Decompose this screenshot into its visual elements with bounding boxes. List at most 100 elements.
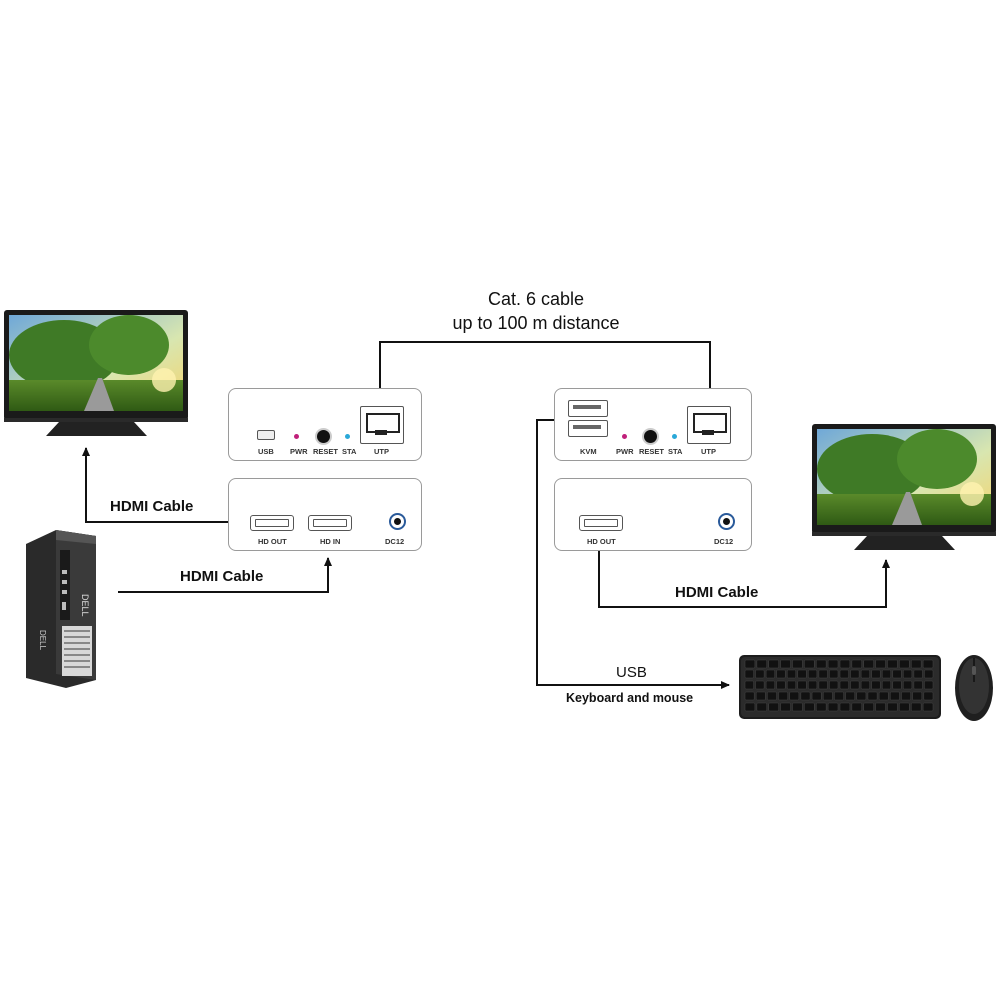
keyboard-key (786, 680, 797, 690)
keyboard-key (780, 702, 791, 712)
transmitter-usb-port (257, 430, 275, 440)
keyboard-key (867, 691, 878, 701)
transmitter-utp-port (360, 406, 404, 444)
keyboard-key (903, 680, 913, 690)
keyboard-key (755, 680, 765, 690)
keyboard-key (863, 702, 874, 712)
keyboard-key (778, 691, 788, 701)
keyboard-key (912, 691, 923, 701)
transmitter-label-hd-out: HD OUT (258, 537, 287, 546)
keyboard-key (924, 669, 934, 679)
keyboard-key (887, 659, 898, 669)
keyboard-key (816, 659, 827, 669)
transmitter-hdmi-out-port (250, 515, 294, 531)
mouse (955, 655, 993, 721)
keyboard-key (829, 680, 839, 690)
transmitter-label-hd-in: HD IN (320, 537, 341, 546)
keyboard-key (881, 669, 892, 679)
receiver-label-kvm: KVM (580, 447, 597, 456)
keyboard-key (827, 702, 839, 712)
transmitter-reset-button (315, 428, 332, 445)
keyboard-key (924, 680, 934, 690)
keyboard-key (899, 702, 910, 712)
keyboard-key (816, 702, 827, 712)
cat6-cable-line (379, 341, 714, 408)
keyboard-key (851, 702, 862, 712)
hdmi-line-pc-to-transmitter (118, 557, 332, 593)
keyboard-key (776, 680, 786, 690)
keyboard-key (767, 691, 777, 701)
keyboard-key (892, 669, 902, 679)
pc-tower: DELL DELL (26, 530, 96, 688)
keyboard-key (744, 702, 756, 712)
keyboard-key (808, 680, 818, 690)
keyboard-key (765, 669, 775, 679)
receiver-dc12-jack (718, 513, 735, 530)
keyboard-key (797, 669, 807, 679)
keyboard-key (776, 669, 786, 679)
receiver-utp-port (687, 406, 731, 444)
receiver-kvm-usb-port-2 (568, 420, 608, 437)
keyboard-key (829, 669, 839, 679)
receiver-label-utp: UTP (701, 447, 716, 456)
keyboard-key (834, 691, 844, 701)
keyboard-key (850, 669, 860, 679)
transmitter-label-dc12: DC12 (385, 537, 405, 546)
keyboard-key (768, 659, 779, 669)
transmitter-dc12-jack (389, 513, 406, 530)
keyboard-key (881, 680, 892, 690)
receiver-bottom-panel (554, 478, 752, 551)
keyboard-key (800, 691, 811, 701)
keyboard-key (744, 659, 756, 669)
transmitter-label-reset: RESET (313, 447, 339, 456)
keyboard-key (768, 702, 779, 712)
keyboard-key (792, 702, 803, 712)
keyboard-key (822, 691, 833, 701)
receiver-label-pwr: PWR (616, 447, 634, 456)
keyboard-key (903, 669, 913, 679)
keyboard-key (911, 702, 922, 712)
transmitter-label-pwr: PWR (290, 447, 308, 456)
receiver-sta-led (672, 434, 677, 439)
hdmi-cable-label-pc: HDMI Cable (180, 568, 264, 585)
title-line-1: Cat. 6 cable (487, 289, 585, 309)
keyboard-key (818, 669, 828, 679)
keyboard-key (811, 691, 822, 701)
keyboard-key (789, 691, 800, 701)
transmitter-pwr-led (294, 434, 299, 439)
keyboard-key (875, 659, 886, 669)
keyboard-key (899, 659, 910, 669)
keyboard-key (744, 680, 754, 690)
title-line-2: up to 100 m distance (452, 313, 620, 333)
left-monitor (4, 310, 188, 436)
keyboard-key (804, 702, 815, 712)
keyboard (739, 655, 941, 719)
keyboard-key (756, 659, 767, 669)
keyboard-key (856, 691, 867, 701)
receiver-label-reset: RESET (639, 447, 665, 456)
keyboard-key (756, 702, 767, 712)
keyboard-key (911, 659, 922, 669)
keyboard-key (786, 669, 797, 679)
receiver-kvm-usb-port-1 (568, 400, 608, 417)
keyboard-key (871, 669, 881, 679)
keyboard-key (850, 680, 860, 690)
receiver-label-sta: STA (668, 447, 683, 456)
keyboard-key (797, 680, 807, 690)
dell-side-logo: DELL (38, 630, 47, 651)
keyboard-key (860, 680, 870, 690)
keyboard-key (755, 691, 766, 701)
keyboard-key (923, 691, 934, 701)
keyboard-key (755, 669, 765, 679)
keyboard-key (887, 702, 898, 712)
receiver-label-dc12: DC12 (714, 537, 734, 546)
keyboard-key (851, 659, 862, 669)
keyboard-mouse-label: Keyboard and mouse (566, 691, 694, 705)
usb-line-to-keyboard (536, 419, 730, 689)
hdmi-cable-label-left-monitor: HDMI Cable (110, 498, 194, 515)
keyboard-key (804, 659, 815, 669)
keyboard-key (839, 680, 849, 690)
keyboard-key (839, 702, 851, 712)
transmitter-sta-led (345, 434, 350, 439)
